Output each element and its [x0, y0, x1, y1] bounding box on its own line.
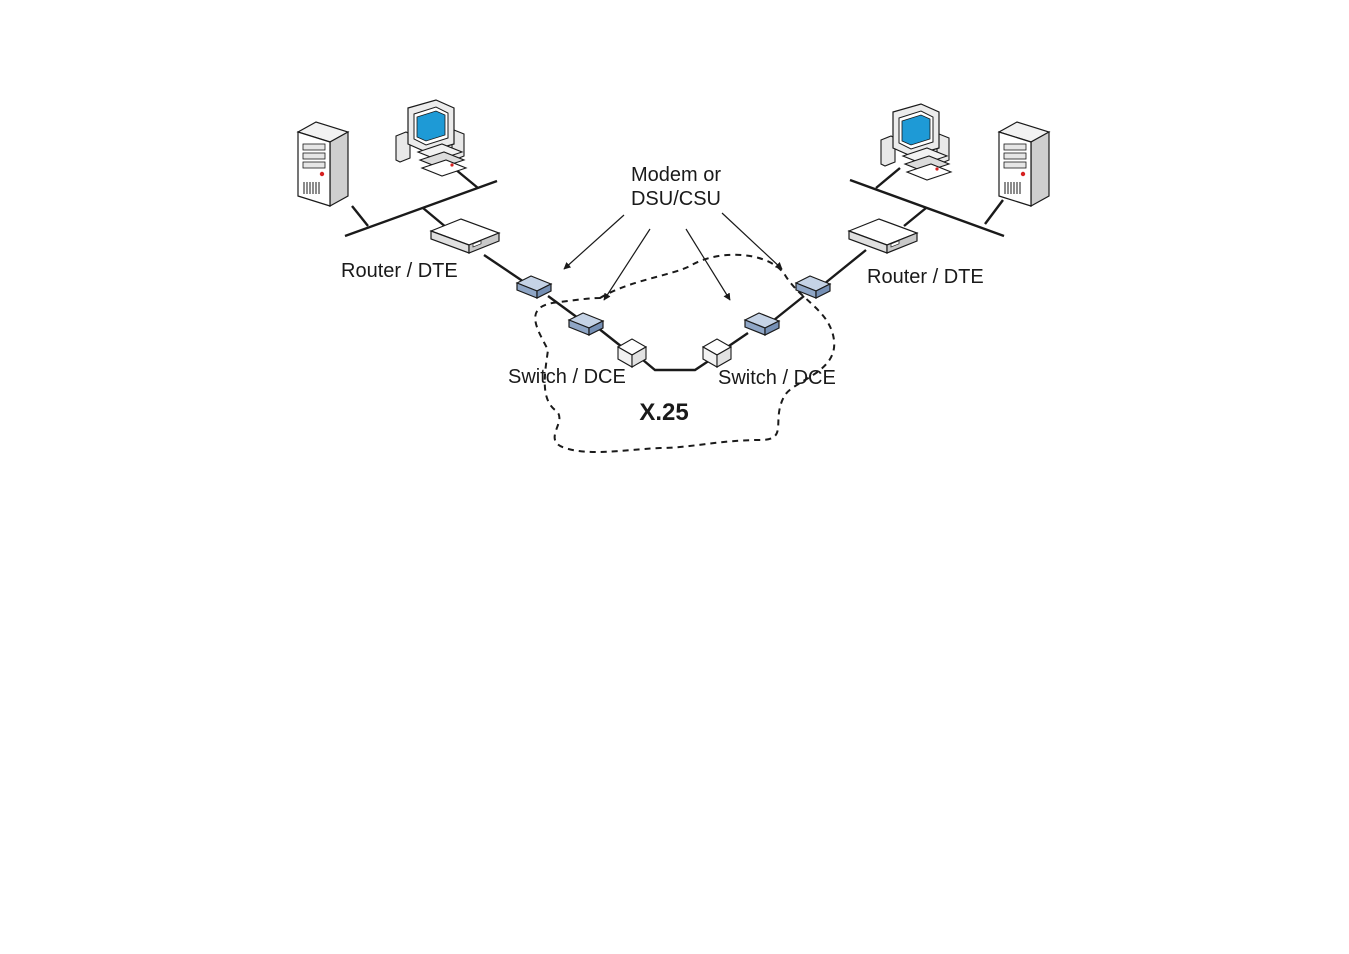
lan-segment-left [344, 179, 498, 238]
modem-label-line1: Modem or [631, 164, 721, 186]
arrow-modem-2 [603, 228, 651, 301]
lan-segment-right [849, 178, 1005, 238]
modem-icon [744, 312, 780, 336]
router-right-label: Router / DTE [867, 266, 984, 288]
server-icon [297, 121, 349, 207]
arrow-modem-3 [685, 228, 731, 301]
arrow-modem-4 [721, 212, 783, 270]
modem-label-line2: DSU/CSU [631, 188, 721, 210]
arrow-modem-1 [563, 214, 625, 270]
switch-left-label: Switch / DCE [508, 366, 626, 388]
switch-right-label: Switch / DCE [718, 367, 836, 389]
workstation-icon [395, 99, 467, 177]
link-router-right [823, 249, 867, 285]
switch-icon [617, 338, 647, 368]
workstation-icon [880, 103, 952, 181]
router-left-label: Router / DTE [341, 260, 458, 282]
x25-cloud [534, 253, 836, 454]
link-switch-switch [642, 359, 711, 372]
server-icon [998, 121, 1050, 207]
network-label: X.25 [639, 399, 688, 426]
